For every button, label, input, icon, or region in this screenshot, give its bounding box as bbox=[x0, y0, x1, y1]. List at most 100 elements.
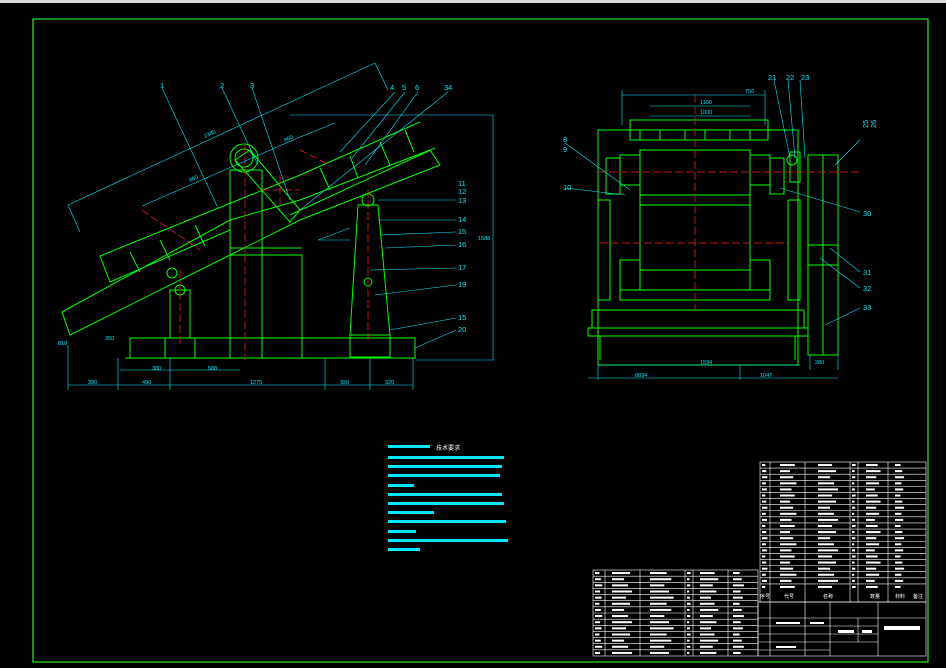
table-cell-text bbox=[762, 464, 766, 467]
table-cell-text bbox=[895, 512, 902, 515]
table-cell-text bbox=[895, 525, 901, 527]
table-cell-text bbox=[687, 627, 690, 630]
table-cell-text bbox=[852, 555, 856, 558]
table-cell-text bbox=[595, 590, 601, 593]
table-cell-text bbox=[687, 608, 690, 611]
table-cell-text bbox=[895, 537, 905, 540]
table-cell-text bbox=[650, 602, 667, 605]
table-cell-text bbox=[700, 596, 711, 599]
part-label: 13 bbox=[458, 196, 466, 205]
table-cell-text bbox=[650, 651, 669, 654]
table-cell-text bbox=[780, 567, 794, 570]
table-cell-text bbox=[895, 561, 903, 564]
table-cell-text bbox=[818, 561, 837, 564]
table-cell-text bbox=[852, 549, 855, 552]
table-cell-text bbox=[612, 627, 627, 630]
table-cell-text bbox=[762, 543, 766, 546]
table-cell-text bbox=[866, 506, 877, 509]
part-label: 11 bbox=[458, 179, 466, 188]
table-cell-text bbox=[650, 639, 672, 642]
table-cell-text bbox=[866, 579, 875, 582]
table-cell-text bbox=[866, 525, 878, 527]
table-cell-text bbox=[895, 585, 901, 588]
right-front-view bbox=[587, 119, 839, 366]
drawing-frame bbox=[32, 18, 929, 663]
table-cell-text bbox=[687, 615, 691, 618]
header-material: 材料 bbox=[895, 593, 905, 600]
table-cell-text bbox=[866, 555, 878, 558]
part-label: 23 bbox=[801, 73, 809, 82]
part-label: 17 bbox=[458, 263, 466, 272]
table-cell-text bbox=[612, 578, 625, 581]
table-cell-text bbox=[650, 596, 674, 599]
table-cell-text bbox=[852, 585, 856, 588]
table-cell-text bbox=[687, 572, 691, 575]
table-cell-text bbox=[852, 561, 855, 564]
central-column bbox=[229, 169, 263, 359]
part-label: 8 bbox=[563, 135, 567, 144]
table-cell-text bbox=[687, 645, 691, 648]
table-cell-text bbox=[818, 512, 835, 515]
part-label: 9 bbox=[563, 145, 567, 154]
dim-bottom-1: 390 bbox=[88, 380, 97, 386]
table-cell-text bbox=[612, 590, 633, 593]
dim-right-height: 1588 bbox=[478, 236, 490, 242]
outer-frame bbox=[597, 129, 799, 366]
table-cell-text bbox=[700, 615, 713, 618]
header-remark: 备注 bbox=[913, 593, 923, 600]
table-cell-text bbox=[780, 537, 794, 540]
table-cell-text bbox=[733, 572, 740, 575]
table-cell-text bbox=[818, 543, 835, 546]
parts-list-lower bbox=[592, 569, 759, 657]
dim-segment: 860 bbox=[283, 135, 294, 144]
table-cell-text bbox=[895, 549, 904, 552]
table-cell-text bbox=[687, 633, 691, 636]
table-cell-text bbox=[650, 621, 669, 624]
dim-foot-b: 588 bbox=[208, 366, 217, 372]
dim-top-outer: 756 bbox=[745, 89, 754, 95]
table-cell-text bbox=[852, 567, 856, 570]
table-cell-text bbox=[780, 464, 795, 467]
table-cell-text bbox=[612, 645, 629, 648]
dim-foot-a: 380 bbox=[152, 366, 161, 372]
table-cell-text bbox=[595, 651, 601, 654]
table-cell-text bbox=[852, 488, 855, 491]
table-cell-text bbox=[595, 615, 603, 618]
table-cell-text bbox=[780, 488, 792, 491]
table-cell-text bbox=[733, 578, 742, 581]
table-cell-text bbox=[818, 494, 833, 497]
table-cell-text bbox=[762, 567, 768, 570]
table-cell-text bbox=[700, 584, 713, 587]
table-cell-text bbox=[687, 590, 690, 593]
table-cell-text bbox=[780, 512, 797, 515]
table-cell-text bbox=[612, 584, 629, 587]
table-cell-text bbox=[595, 621, 601, 624]
table-cell-text bbox=[895, 470, 903, 473]
table-cell-text bbox=[687, 584, 691, 587]
table-cell-text bbox=[895, 567, 905, 570]
header-no: 序号 bbox=[760, 593, 770, 600]
table-cell-text bbox=[762, 482, 766, 485]
table-cell-text bbox=[612, 608, 625, 611]
table-cell-text bbox=[852, 482, 855, 485]
tech-requirements-lines bbox=[388, 456, 508, 551]
table-cell-text bbox=[895, 573, 902, 576]
drawing-title-bar bbox=[884, 626, 920, 630]
table-cell-text bbox=[612, 615, 629, 618]
title-block-headers: 序号 代号 名称 数量 材料 备注 bbox=[760, 593, 923, 600]
table-cell-text bbox=[780, 561, 790, 564]
table-cell-text bbox=[733, 621, 741, 624]
table-cell-text bbox=[733, 627, 743, 630]
table-cell-text bbox=[818, 476, 831, 479]
table-cell-text bbox=[818, 500, 837, 503]
table-cell-text bbox=[895, 500, 903, 503]
table-cell-text bbox=[700, 639, 719, 642]
table-cell-text bbox=[780, 494, 795, 497]
table-cell-text bbox=[733, 639, 742, 642]
table-cell-text bbox=[780, 585, 795, 588]
table-cell-text bbox=[595, 633, 600, 636]
table-cell-text bbox=[780, 579, 792, 582]
part-label: 3 bbox=[250, 81, 254, 90]
table-cell-text bbox=[700, 608, 719, 611]
table-cell-text bbox=[852, 494, 856, 497]
